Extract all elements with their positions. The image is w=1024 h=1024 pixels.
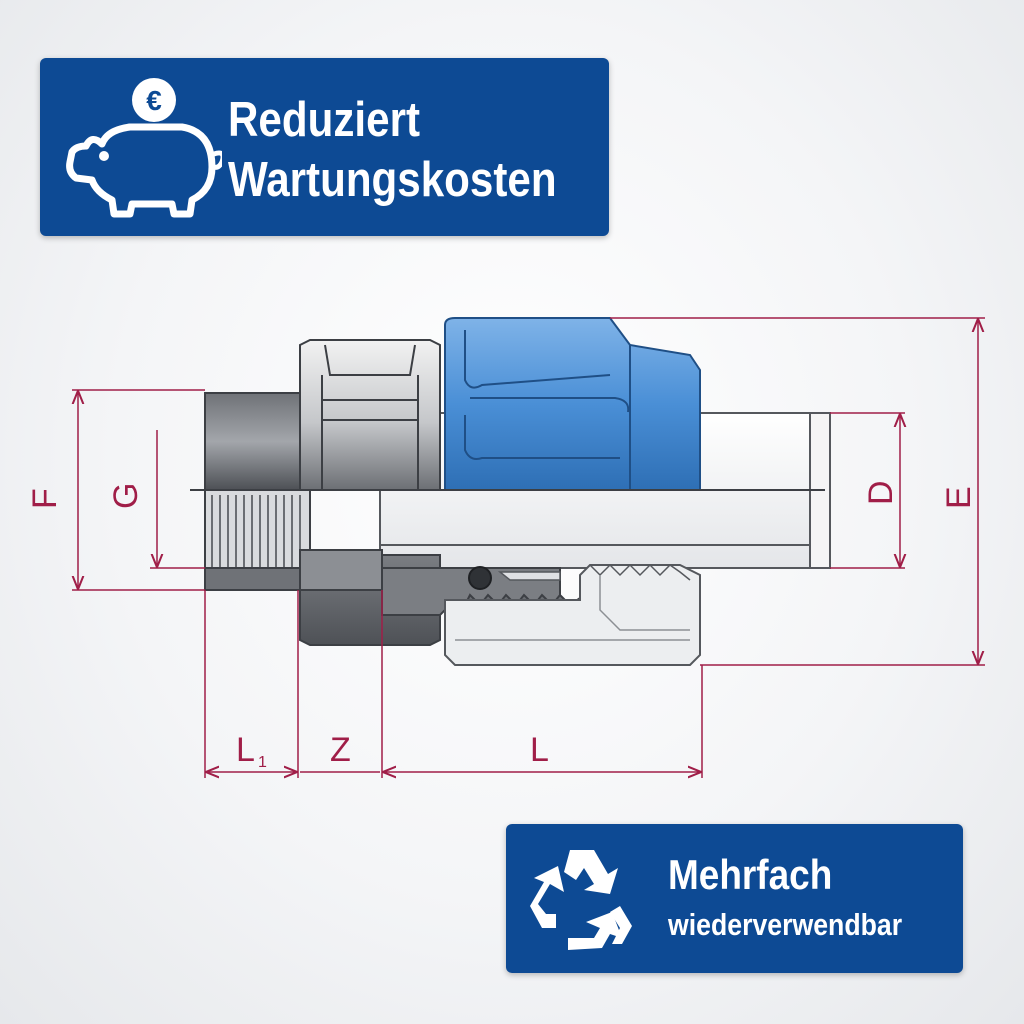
dim-label-z: Z	[330, 731, 351, 769]
dim-label-e: E	[940, 486, 978, 509]
male-thread-end	[204, 392, 311, 591]
badge-top-line2: Wartungskosten	[228, 153, 557, 207]
dim-label-d: D	[862, 480, 900, 505]
badge-bottom-line2: wiederverwendbar	[668, 907, 903, 942]
reusable-badge: Mehrfach wiederverwendbar	[506, 824, 963, 973]
recycle-icon	[530, 850, 632, 950]
badge-top-line1: Reduziert	[228, 93, 421, 147]
dim-label-l: L	[530, 731, 549, 769]
dim-label-f: F	[26, 488, 64, 509]
maintenance-cost-badge: € Reduziert Wartungskosten	[40, 58, 609, 236]
reusable-text: Mehrfach wiederverwendbar	[668, 850, 940, 950]
badge-bottom-line1: Mehrfach	[668, 851, 833, 898]
coin-symbol: €	[146, 85, 162, 116]
maintenance-cost-text: Reduziert Wartungskosten	[228, 90, 557, 210]
blue-nut	[444, 317, 701, 491]
dim-label-g: G	[107, 483, 145, 509]
dimension-lines	[72, 317, 985, 778]
piggy-bank-euro-icon: €	[66, 78, 222, 218]
dim-label-l1-subscript: 1	[258, 754, 267, 771]
dim-label-l1: L	[236, 731, 255, 769]
body-section	[299, 549, 701, 666]
hex-body	[299, 339, 441, 491]
